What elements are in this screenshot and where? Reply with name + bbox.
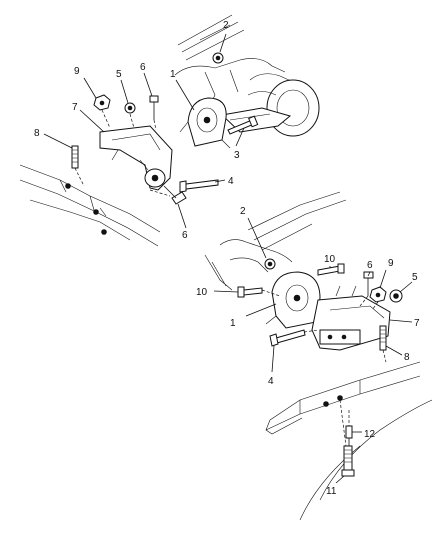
bottom-stud-part-8 [379, 325, 387, 351]
callout-10-bottom-upper: 10 [324, 254, 336, 265]
bottom-nut-part-5 [389, 289, 403, 303]
callout-6-top-upper: 6 [140, 62, 146, 73]
callout-4-bottom: 4 [268, 376, 274, 387]
top-engine-mount-insulator [179, 97, 231, 149]
callout-5-top: 5 [116, 69, 122, 80]
callout-6-bottom: 6 [367, 260, 373, 271]
top-bolt-part-3 [227, 115, 259, 135]
top-nut-part-9 [93, 94, 111, 111]
callout-5-bottom: 5 [412, 272, 418, 283]
callout-2-top: 2 [223, 20, 229, 31]
top-bolt-part-6-upper [149, 95, 159, 120]
bottom-bolt-part-4 [269, 329, 306, 347]
callout-4-top: 4 [228, 176, 234, 187]
callout-2-bottom: 2 [240, 206, 246, 217]
callout-7-bottom: 7 [414, 318, 420, 329]
callout-10-bottom-lower: 10 [196, 287, 208, 298]
bottom-bolt-part-11 [341, 445, 355, 477]
callout-9-top: 9 [74, 66, 80, 77]
top-frame-rail [19, 164, 161, 247]
callout-labels: 2 9 5 6 1 7 8 3 4 6 2 10 6 9 5 10 1 7 8 … [34, 20, 420, 497]
top-leader-lines [43, 33, 245, 229]
callout-7-top: 7 [72, 102, 78, 113]
bottom-leader-lines [213, 217, 413, 484]
callout-1-bottom: 1 [230, 318, 236, 329]
bottom-engine-mount-insulator [265, 271, 327, 331]
bottom-bolt-part-10-lower [237, 286, 263, 298]
callout-9-bottom: 9 [388, 258, 394, 269]
top-nut-part-2 [212, 52, 224, 64]
bottom-nut-part-2 [264, 258, 276, 270]
bottom-mount-bracket [311, 285, 391, 351]
callout-8-top: 8 [34, 128, 40, 139]
bottom-nut-part-9 [369, 286, 387, 303]
callout-6-top-lower: 6 [182, 230, 188, 241]
top-stud-part-8 [71, 145, 79, 169]
callout-1-top: 1 [170, 69, 176, 80]
callout-12-bottom: 12 [364, 429, 376, 440]
top-nut-part-5 [124, 102, 136, 114]
top-mount-bracket [99, 125, 173, 191]
callout-3-top: 3 [234, 150, 240, 161]
bottom-engine-block [204, 191, 347, 291]
callout-8-bottom: 8 [404, 352, 410, 363]
callout-11-bottom: 11 [326, 486, 337, 497]
top-bolt-part-6-lower [163, 185, 187, 205]
top-bolt-part-4 [179, 179, 219, 193]
bottom-bolt-part-10-upper [317, 263, 345, 276]
